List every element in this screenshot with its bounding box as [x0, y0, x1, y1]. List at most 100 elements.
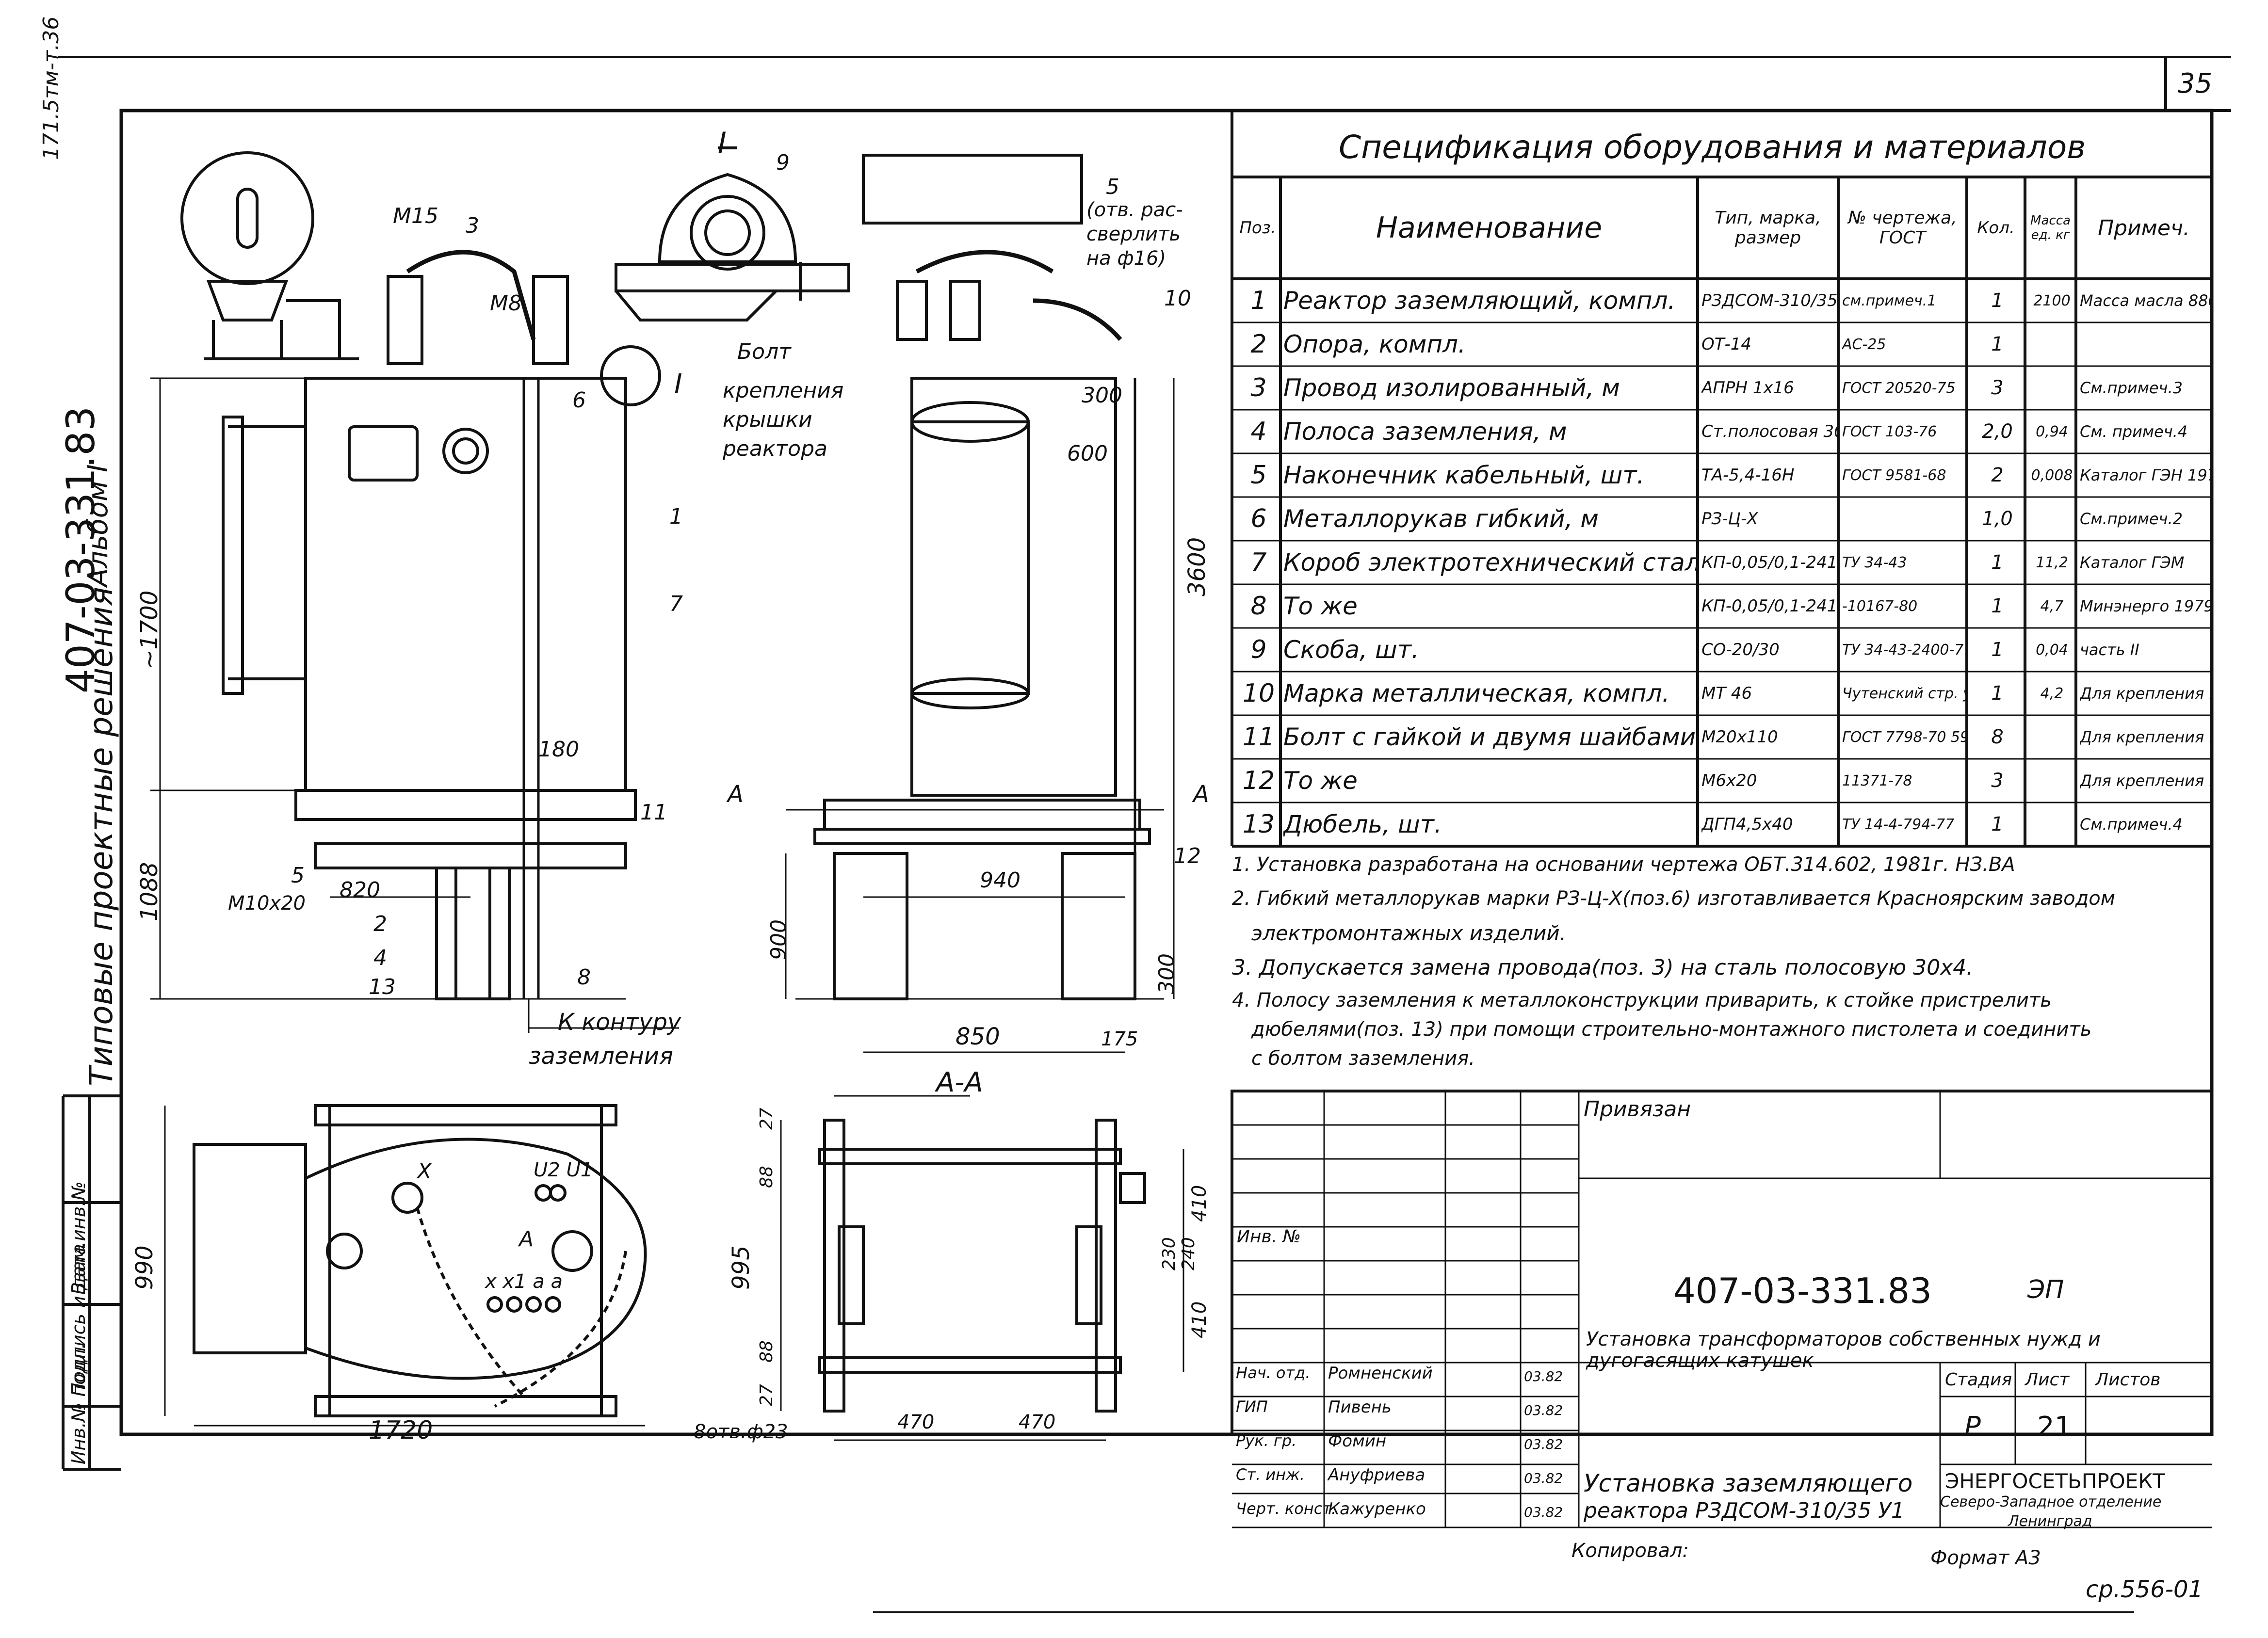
sheet-header: Лист: [2025, 1370, 2070, 1390]
signature-date: 03.82: [1524, 1470, 1563, 1486]
spec-cell: 9: [1250, 635, 1267, 664]
front-dim-900: 900: [766, 919, 791, 960]
label-m10x20: М10х20: [228, 892, 306, 915]
spec-cell: ОТ-14: [1701, 335, 1752, 354]
sec-dim-240: 240: [1179, 1237, 1199, 1270]
spec-cell: часть II: [2080, 641, 2139, 659]
spec-cell: Наконечник кабельный, шт.: [1283, 461, 1645, 489]
spec-cell: [2029, 715, 2075, 759]
spec-cell: Опора, компл.: [1283, 330, 1466, 358]
signature-date: 03.82: [1524, 1504, 1563, 1520]
hdr-drawing: № чертежа, ГОСТ: [1848, 208, 1957, 248]
stage-header: Стадия: [1945, 1370, 2012, 1390]
spec-cell: [2029, 322, 2075, 366]
spec-cell: Провод изолированный, м: [1283, 374, 1620, 402]
sec-dim-410-bottom: 410: [1188, 1301, 1211, 1338]
copied-by: Копировал:: [1571, 1540, 1689, 1562]
sheet-title-1: Установка заземляющего: [1584, 1469, 1913, 1497]
spec-cell: Для крепления поз. 7,8: [2080, 771, 2211, 790]
label-180: 180: [538, 737, 579, 762]
label-1700: ~1700: [136, 590, 163, 669]
note-1: 1. Установка разработана на основании че…: [1232, 853, 2015, 876]
spec-cell: ГОСТ 103-76: [1842, 423, 1937, 440]
sec-dim-88-bottom: 88: [757, 1340, 777, 1363]
format-label: Формат А3: [1930, 1547, 2041, 1569]
spec-cell: См.примеч.3: [2080, 379, 2183, 397]
signature-role: Ст. инж.: [1236, 1465, 1305, 1484]
note-2-cont: электромонтажных изделий.: [1251, 921, 1566, 945]
front-dim-850: 850: [956, 1023, 1000, 1050]
note-4-cont: дюбелями(поз. 13) при помощи строительно…: [1251, 1018, 2092, 1041]
spec-cell: 13: [1242, 810, 1275, 839]
front-note-3: на ф16): [1086, 247, 1166, 270]
spec-cell: ГОСТ 7798-70 5915-70: [1842, 728, 1966, 746]
spec-cell: ДГП4,5х40: [1701, 815, 1793, 834]
spec-cell: 2: [1991, 464, 2004, 486]
spec-cell: 3: [1991, 377, 2004, 399]
signature-role: ГИП: [1236, 1397, 1268, 1416]
plan-label-x: X: [417, 1159, 432, 1184]
front-label-5: 5: [1106, 175, 1119, 199]
front-dim-175: 175: [1101, 1028, 1138, 1050]
signature-name: Пивень: [1328, 1397, 1392, 1417]
project-title: Установка трансформаторов собственных ну…: [1586, 1328, 2101, 1372]
sheet-number: 35: [2178, 68, 2213, 99]
label-7: 7: [669, 592, 683, 616]
spec-cell: Каталог ГЭН 1975г.: [2080, 466, 2211, 484]
spec-cell: Болт с гайкой и двумя шайбами, компл.: [1283, 723, 1697, 751]
spec-cell: Для крепления поз. 1: [2080, 728, 2211, 746]
spec-cell: Марка металлическая, компл.: [1283, 679, 1670, 707]
org-name: ЭНЕРГОСЕТЬПРОЕКТ: [1945, 1469, 2165, 1493]
stamp-replace-inv: Взам.инв.№: [68, 1181, 89, 1295]
section-mark-right: А: [1193, 781, 1209, 808]
sec-dim-410-top: 410: [1188, 1185, 1211, 1222]
doc-type: ЭП: [2027, 1275, 2064, 1304]
front-note-1: (отв. рас-: [1086, 199, 1183, 221]
plan-label-terminals: x x1 a a: [485, 1270, 563, 1293]
signature-date: 03.82: [1524, 1436, 1563, 1452]
label-6: 6: [572, 388, 586, 413]
plan-view-drawing: [164, 1104, 647, 1427]
spec-row: 1 Реактор заземляющий, компл. РЗДСОМ-310/3…: [1232, 279, 2211, 322]
spec-cell: Скоба, шт.: [1283, 636, 1419, 664]
signature-date: 03.82: [1524, 1368, 1563, 1384]
spec-cell: 1: [1991, 289, 2004, 312]
spec-cell: То же: [1283, 767, 1358, 795]
inv-no-label: Инв. №: [1237, 1227, 1301, 1247]
spec-cell: 11: [1242, 723, 1275, 752]
spec-cell: Чутенский стр. утельный трест: [1842, 685, 1966, 702]
spec-cell: 3: [1250, 373, 1267, 402]
label-5: 5: [291, 863, 305, 888]
sheet-title-2: реактора РЗДСОМ-310/35 У1: [1584, 1498, 1905, 1523]
signature-date: 03.82: [1524, 1402, 1563, 1418]
spec-cell: 5: [1250, 461, 1267, 490]
spec-cell: 4,2: [2040, 685, 2064, 702]
spec-cell: 12: [1242, 766, 1275, 795]
spec-cell: СО-20/30: [1701, 640, 1780, 659]
spec-cell: см.примеч.1: [1842, 292, 1937, 309]
doc-code: 407-03-331.83: [1673, 1270, 1932, 1311]
spec-cell: Реактор заземляющий, компл.: [1283, 287, 1676, 315]
spec-cell: 0,04: [2036, 641, 2068, 658]
spec-cell: ТУ 34-43-2400-77: [1842, 641, 1966, 658]
sec-dim-27-top: 27: [757, 1108, 777, 1130]
sec-dim-230: 230: [1159, 1237, 1179, 1270]
spec-cell: Металлорукав гибкий, м: [1283, 505, 1599, 533]
label-11: 11: [640, 800, 667, 825]
spec-cell: Минэнерго 1979г: [2080, 597, 2211, 615]
spec-cell: См.примеч.2: [2080, 510, 2183, 528]
spec-cell: РЗ-Ц-Х: [1701, 509, 1758, 529]
spec-cell: 0,94: [2036, 423, 2068, 440]
label-4: 4: [373, 946, 387, 970]
section-title: А-А: [936, 1067, 983, 1098]
sheets-header: Листов: [2095, 1370, 2161, 1390]
spec-cell: КП-0,05/0,1-241 (L=800): [1701, 596, 1837, 616]
spec-cell: ГОСТ 20520-75: [1842, 379, 1956, 397]
spec-cell: РЗДСОМ-310/35 У1: [1701, 291, 1837, 310]
plan-dim-1720: 1720: [369, 1416, 433, 1445]
